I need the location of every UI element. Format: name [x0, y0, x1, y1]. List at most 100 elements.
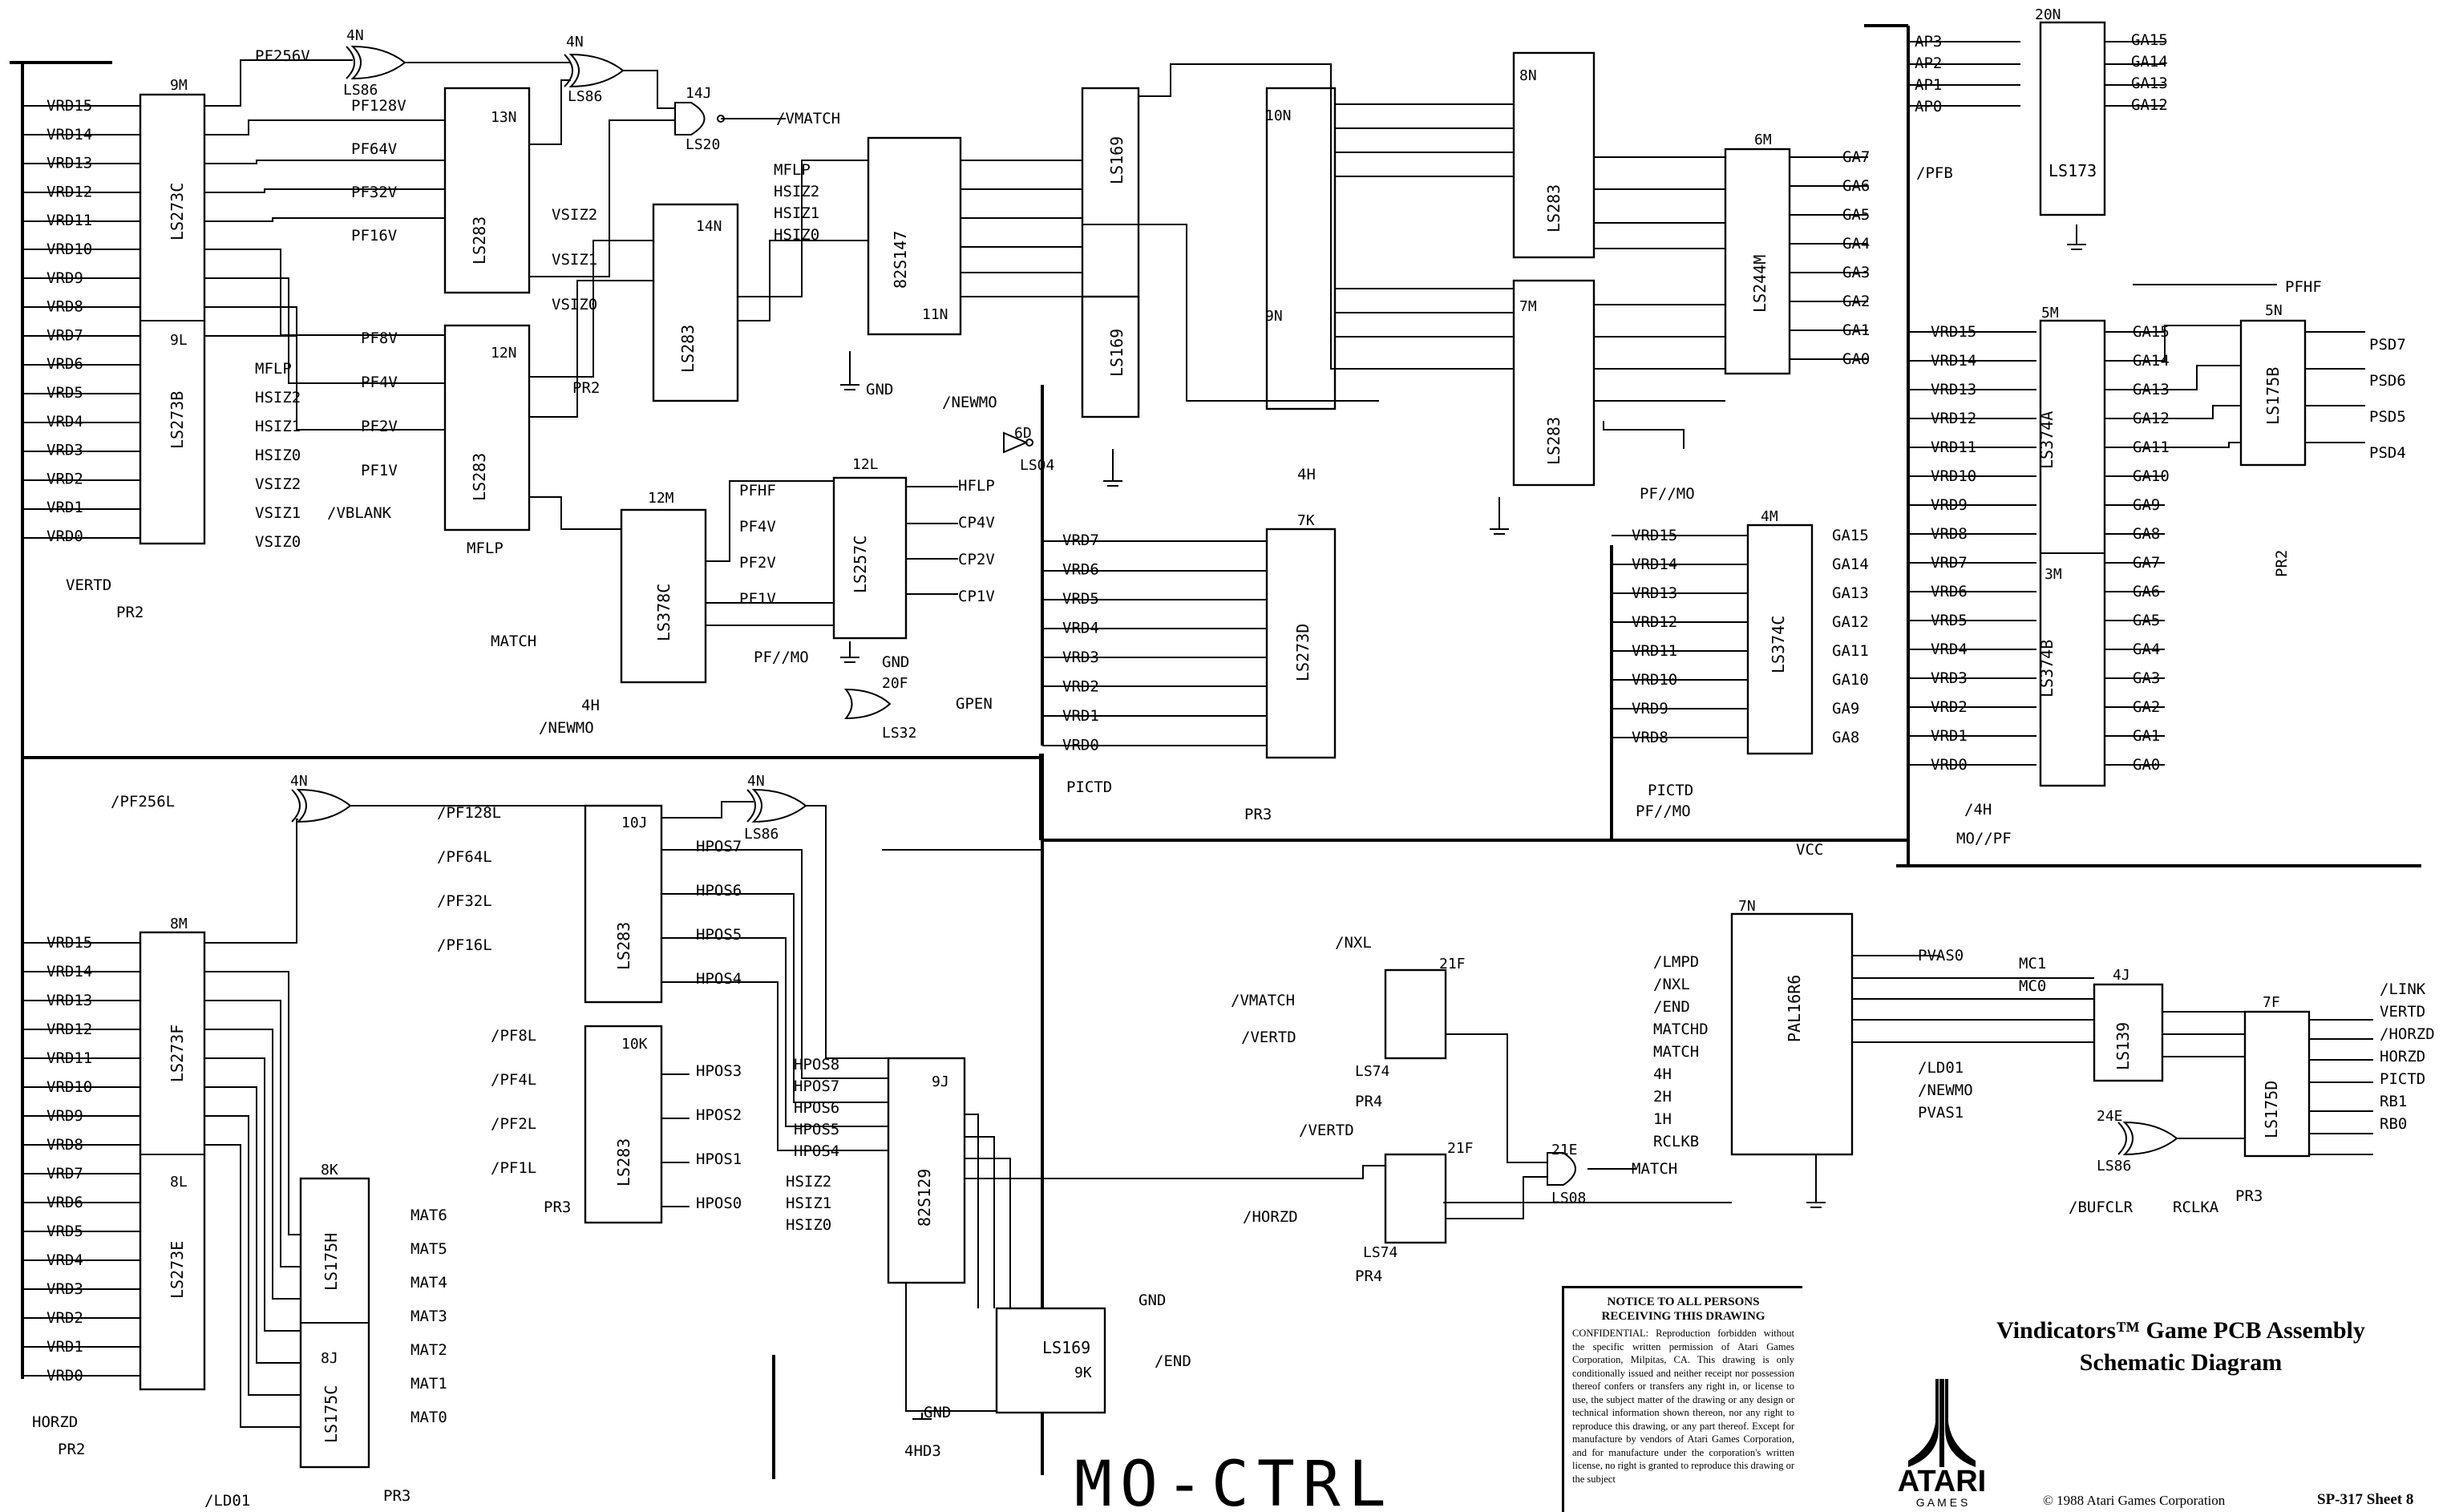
ref-6m: 6M: [1754, 131, 1772, 148]
l12-in-1: PF4V: [739, 518, 776, 536]
ga5m-4: GA11: [2133, 439, 2170, 456]
l12-out-1: CP4V: [958, 514, 995, 532]
dynamic-labels: VRD7VRD6VRD5VRD4VRD3VRD2VRD1VRD0VRD15VRD…: [111, 31, 2435, 1426]
ga6m-3: GA4: [1842, 235, 1870, 253]
vrd5m-13: VRD2: [1931, 698, 1968, 716]
vrd5m-1: VRD14: [1931, 352, 1976, 370]
hpos-out-6: HPOS1: [696, 1150, 742, 1168]
ref-12n: 12N: [491, 345, 517, 362]
rom-in-1: HSIZ2: [774, 183, 819, 200]
ref-4n-a: 4N: [346, 27, 364, 44]
hpos-in-4: HPOS4: [794, 1142, 839, 1160]
ga5m-0: GA15: [2133, 323, 2170, 341]
ld01-label: /LD01: [204, 1492, 250, 1510]
ref-20f: 20F: [882, 675, 908, 692]
ref-5n: 5N: [2265, 302, 2283, 319]
vrd-top-11: VRD4: [47, 413, 83, 431]
ap-0: AP3: [1915, 33, 1942, 51]
pal-in-6: 2H: [1653, 1088, 1672, 1106]
hpos-out-5: HPOS2: [696, 1106, 742, 1124]
pf-bot-6: /PF4L: [491, 1071, 536, 1089]
chip-boxes: [139, 21, 2311, 1469]
bufclr-label: /BUFCLR: [2069, 1199, 2133, 1216]
ref-8j: 8J: [321, 1350, 338, 1367]
f7-out-6: RB0: [2380, 1115, 2407, 1133]
pal-in-4: MATCH: [1653, 1043, 1699, 1061]
pal-in-0: /LMPD: [1653, 953, 1699, 971]
vrd-bot-5: VRD10: [47, 1078, 92, 1096]
vrd5m-12: VRD3: [1931, 669, 1968, 687]
ga5m-7: GA8: [2133, 525, 2160, 543]
mflp-label: MFLP: [467, 540, 504, 557]
ga5m-3: GA12: [2133, 410, 2170, 427]
mat-1: MAT5: [411, 1240, 447, 1258]
part-7n: PAL16R6: [1785, 975, 1804, 1042]
gnd4-label: GND: [924, 1404, 951, 1421]
vrd-top-5: VRD10: [47, 241, 92, 258]
ga5m-15: GA0: [2133, 756, 2160, 774]
pfb-label: /PFB: [1916, 164, 1953, 182]
ga6m-2: GA5: [1842, 206, 1870, 224]
notice-title-2: RECEIVING THIS DRAWING: [1601, 1310, 1765, 1323]
part-21f-b: LS74: [1363, 1244, 1397, 1261]
vrd-top-7: VRD8: [47, 298, 83, 316]
match-label: MATCH: [491, 633, 536, 650]
signal-wires: [204, 41, 2365, 851]
pf-top-4: PF16V: [351, 227, 397, 245]
ga5m-13: GA2: [2133, 698, 2160, 716]
ref-14j: 14J: [686, 85, 712, 102]
ga4m-6: GA9: [1832, 700, 1859, 718]
part-24e: LS86: [2097, 1158, 2131, 1174]
pr3d-label: PR3: [2235, 1187, 2263, 1205]
mc1-label: MC1: [2019, 955, 2046, 972]
pf-bot-0: /PF256L: [111, 793, 175, 811]
f7-out-2: /HORZD: [2380, 1025, 2435, 1043]
hsiz9j-2: HSIZ0: [786, 1216, 831, 1234]
vertd2-label: /VERTD: [1241, 1029, 1296, 1046]
ga6m-1: GA6: [1842, 177, 1870, 195]
logo-sub: G A M E S: [1916, 1496, 1968, 1509]
part-9j: 82S129: [915, 1169, 934, 1227]
vrd-top-10: VRD5: [47, 384, 83, 402]
ref-9m: 9M: [170, 77, 188, 94]
newmo2-label: /NEWMO: [942, 394, 997, 411]
pf-top-7: PF2V: [361, 418, 398, 435]
part-7k: LS273D: [1293, 624, 1312, 681]
mat-3: MAT3: [411, 1308, 447, 1325]
vrd4m-7: VRD8: [1632, 729, 1668, 746]
vcc-label: VCC: [1796, 841, 1823, 859]
ref-7n: 7N: [1738, 898, 1756, 915]
pr2d-label: PR2: [2273, 550, 2291, 577]
pfmo3-label: PF//MO: [1636, 802, 1691, 820]
vrd-top-15: VRD0: [47, 528, 83, 545]
part-5m: LS374A: [2037, 411, 2057, 469]
mat-6: MAT0: [411, 1409, 447, 1426]
ref-14n: 14N: [696, 218, 722, 235]
ground-symbols: [840, 224, 2086, 1420]
pfmo2-label: PF//MO: [1640, 485, 1695, 503]
vrd-labels-9m: VRD15VRD14VRD13VRD12VRD11VRD10VRD9VRD8VR…: [47, 97, 92, 1385]
part-4m: LS374C: [1769, 616, 1788, 673]
pfmo-label: PF//MO: [754, 649, 809, 666]
pfhf-label: PFHF: [2285, 278, 2322, 296]
hsiz9l-1: HSIZ2: [255, 389, 301, 406]
ref-12l: 12L: [852, 456, 879, 473]
f7-out-3: HORZD: [2380, 1048, 2425, 1065]
vrd-bot-14: VRD1: [47, 1338, 83, 1356]
part-3m: LS374B: [2037, 640, 2057, 697]
pf-bot-3: /PF32L: [437, 892, 492, 910]
vrd4m-6: VRD9: [1632, 700, 1668, 718]
hsiz9l-5: VSIZ1: [255, 504, 301, 522]
ref-9j: 9J: [932, 1073, 949, 1090]
l12-out-2: CP2V: [958, 551, 995, 568]
ap-2: AP1: [1915, 76, 1942, 94]
vrd-top-0: VRD15: [47, 97, 92, 115]
ga6m-4: GA3: [1842, 264, 1870, 281]
vmatch2-label: /VMATCH: [1231, 992, 1295, 1009]
pal-in-8: RCLKB: [1653, 1133, 1699, 1150]
pf-top-1: PF128V: [351, 97, 406, 115]
vrd-top-14: VRD1: [47, 499, 83, 516]
gnd3-label: GND: [1139, 1292, 1166, 1309]
vrd-bot-1: VRD14: [47, 963, 92, 980]
part-4n-d: LS86: [744, 826, 779, 843]
